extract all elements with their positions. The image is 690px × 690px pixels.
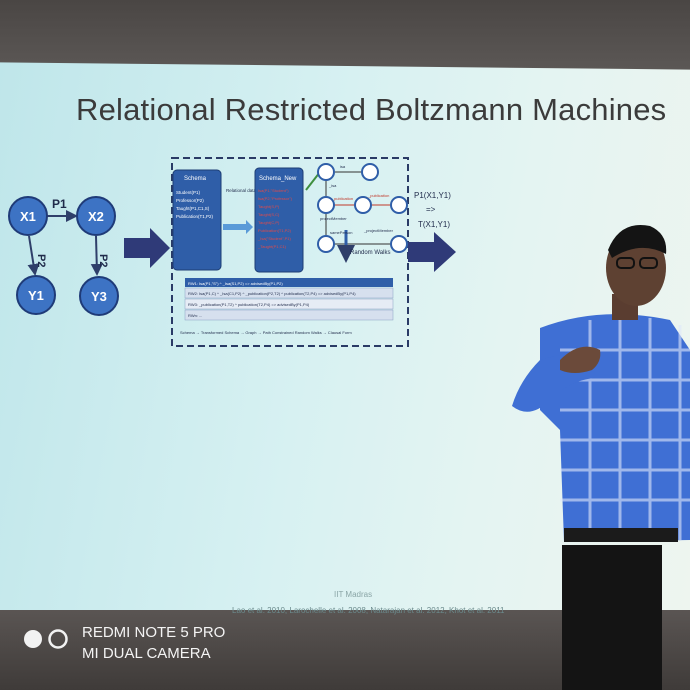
clause-row — [185, 278, 393, 287]
edge-p2-label-right: P2 — [97, 254, 109, 267]
graph-label: _isa — [328, 183, 337, 188]
node-y3-label: Y3 — [91, 289, 107, 304]
citation-footer: Lao et al. 2010, Larochelle et al. 2008,… — [232, 606, 505, 615]
camera-watermark: REDMI NOTE 5 PRO MI DUAL CAMERA — [82, 622, 225, 664]
schema-new-line: Publication(T1,P2) — [258, 228, 292, 233]
graph-label: isa — [340, 164, 346, 169]
random-walks-label: Random Walks — [350, 250, 390, 256]
slide-diagram: X1 X2 Y1 Y3 P1 P2 P2 Schema Student(P1) … — [8, 157, 456, 347]
schema-new-line: Taught(C,P) — [258, 220, 280, 225]
schema-new-line: Taught(S,C) — [258, 212, 280, 217]
clause-line: RW1: Isa(P1,"S") ^ _Isa(S1,P2) => advise… — [188, 281, 283, 286]
pipeline-caption: Schema → Transformed Schema → Graph → Pa… — [180, 330, 352, 335]
edge-p1-label: P1 — [52, 197, 67, 211]
clause-line: RW3: _publication(P1,T2) ^ publication(T… — [188, 302, 310, 307]
graph-label: projectMember — [320, 216, 347, 221]
clause-row — [184, 309, 394, 321]
clause-line: RWn: ... — [188, 313, 202, 318]
presenter — [512, 225, 690, 690]
schema-line: Taught(P1,C1,S) — [176, 206, 210, 211]
output-label-1: P1(X1,Y1) — [414, 191, 451, 200]
edge-p2-label-left: P2 — [35, 254, 47, 267]
node-x1 — [8, 196, 48, 236]
watermark-line1: REDMI NOTE 5 PRO — [82, 624, 226, 641]
clause-line: RW2: Isa(P1,C) ^ _Isa(C1,P2) ^ _publicat… — [188, 291, 356, 296]
clause-row — [184, 298, 394, 310]
node-x1-label: X1 — [20, 209, 36, 224]
transform-arrow — [223, 220, 253, 234]
institution-label: IIT Madras — [334, 590, 373, 599]
node-x2 — [76, 196, 116, 236]
schema-new-line: _Isa("Student",P1) — [257, 236, 292, 241]
clause-row — [184, 287, 394, 299]
schema-new-header: Schema_New — [259, 176, 297, 182]
node-y3 — [79, 276, 119, 316]
schema-new-line: Isa(P2,"Professor") — [258, 196, 293, 201]
schema-new-line: Isa(P1,"Student") — [258, 188, 289, 193]
graph-label: samePerson — [330, 230, 352, 235]
schema-line: Publication(T1,P2) — [176, 214, 214, 219]
watermark-line2: MI DUAL CAMERA — [82, 645, 211, 662]
output-arrow: => — [426, 205, 436, 214]
node-y1 — [16, 275, 56, 315]
graph-label: _projectMember — [363, 228, 394, 233]
relation-graph: isa _isa publication _publication projec… — [305, 163, 408, 263]
schema-new-box — [254, 167, 304, 273]
schema-header: Schema — [184, 176, 207, 182]
big-arrow-right — [408, 232, 456, 272]
graph-label: _publication — [367, 193, 389, 198]
schema-line: Professor(P2) — [176, 198, 204, 203]
slide-title: Relational Restricted Boltzmann Machines — [76, 92, 667, 127]
graph-label: publication — [334, 196, 353, 201]
camera-watermark-icon — [24, 629, 68, 649]
schema-new-line: Taught(S,P) — [258, 204, 280, 209]
wall-top — [0, 0, 690, 72]
schema-line: Student(P1) — [176, 190, 201, 195]
output-label-2: T(X1,Y1) — [418, 220, 450, 229]
big-arrow-left — [124, 228, 170, 268]
node-y1-label: Y1 — [28, 288, 44, 303]
node-x2-label: X2 — [88, 209, 104, 224]
schema-box — [172, 169, 222, 271]
schema-new-line: _Taught(P1,C1) — [257, 244, 287, 249]
